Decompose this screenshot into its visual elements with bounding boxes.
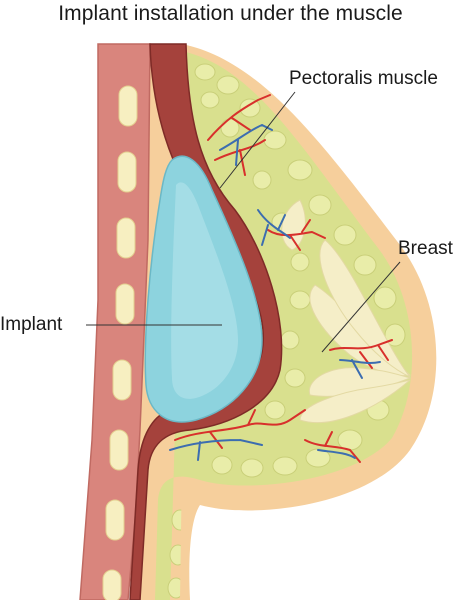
label-implant: Implant [0,314,63,335]
mammary-gland [281,199,412,424]
label-breast: Breast [398,238,453,259]
leader-lines [86,91,401,353]
ribs [102,85,138,600]
diagram-title: Implant installation under the muscle [58,2,403,25]
blood-vessels [169,94,393,463]
leader-breast [321,261,401,353]
leader-pectoralis [219,91,296,189]
implant-highlight [171,182,238,399]
label-pectoralis-muscle: Pectoralis muscle [289,68,438,89]
